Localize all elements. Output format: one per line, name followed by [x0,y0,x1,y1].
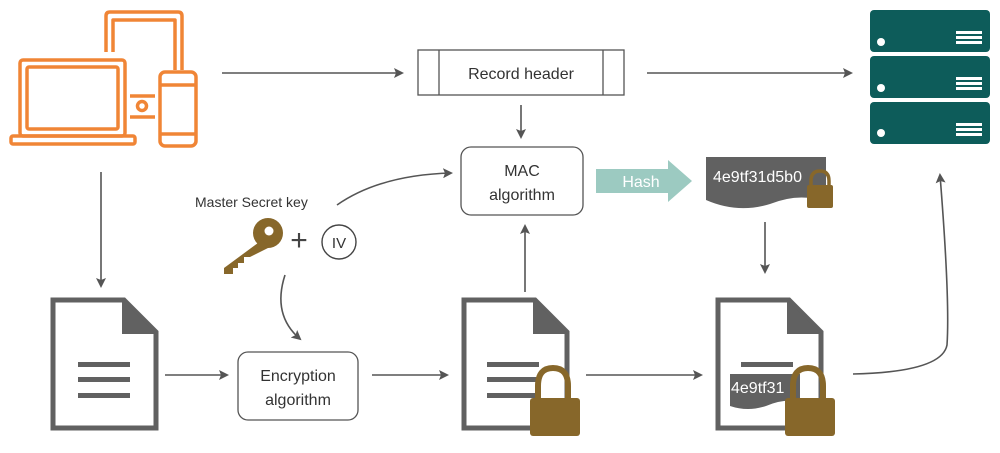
mac-label-line1: MAC [504,163,540,180]
master-secret-key-label: Master Secret key [195,194,308,210]
document-icon [50,297,159,431]
arrow-key-to-encryption [280,274,302,341]
hash-arrow: Hash [596,160,692,202]
server-stack-icon [870,10,990,144]
iv-label: IV [332,235,346,252]
encrypted-document-with-mac: 4e9tf31 [715,297,835,436]
server-unit [870,56,990,98]
flow-arrows [96,68,949,380]
iv-badge: IV [321,224,357,260]
record-header-box: Record header [417,49,625,96]
mac-label-line2: algorithm [489,187,555,204]
hash-value-tag: 4e9tf31d5b0 [706,157,833,209]
doc-hash-value-text: 4e9tf31 [731,380,784,397]
padlock-icon [807,169,833,208]
devices-icon [9,10,198,148]
mac-algorithm-box: MAC algorithm [460,146,584,216]
padlock-icon [530,364,580,436]
encryption-label-line1: Encryption [260,368,336,385]
encrypted-document [461,297,580,436]
hash-label: Hash [622,174,659,191]
mac-tag-shape [730,374,800,409]
server-unit [870,10,990,52]
plus-sign: + [290,224,308,257]
encryption-algorithm-box: Encryption algorithm [237,351,359,421]
arrow-key-to-mac [336,168,453,206]
server-unit [870,102,990,144]
encryption-label-line2: algorithm [265,392,331,409]
key-icon [224,218,283,274]
hash-value-text: 4e9tf31d5b0 [713,169,802,186]
padlock-icon [785,364,835,436]
arrow-mac-doc-to-server [852,173,949,375]
record-header-label: Record header [468,66,575,83]
